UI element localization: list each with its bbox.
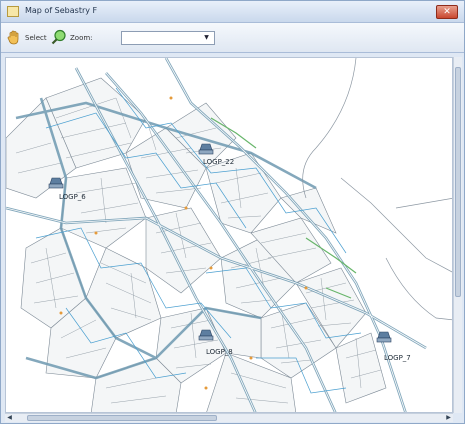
hand-icon [7, 30, 19, 45]
chevron-down-icon[interactable]: ▼ [204, 34, 209, 41]
green-lines [210, 117, 357, 299]
map-drawing: LOGP_22 LOGP_6 LOGP_8 LOGP_7 [6, 58, 452, 412]
zoom-button[interactable]: Zoom: [51, 29, 121, 47]
scroll-left-icon[interactable]: ◀ [7, 414, 12, 421]
horizontal-scrollbar[interactable]: ◀ ▶ [5, 413, 453, 422]
marker-label: LOGP_6 [59, 193, 86, 201]
scroll-right-icon[interactable]: ▶ [446, 414, 451, 421]
map-canvas[interactable]: LOGP_22 LOGP_6 LOGP_8 LOGP_7 [5, 57, 453, 413]
road-centerlines [6, 58, 427, 412]
marker-logp-22[interactable]: LOGP_22 [198, 143, 234, 166]
marker-label: LOGP_7 [384, 354, 411, 362]
marker-logp-8[interactable]: LOGP_8 [198, 329, 233, 356]
zoom-label: Zoom: [70, 34, 93, 42]
vertical-scrollbar[interactable] [453, 57, 462, 413]
marker-logp-7[interactable]: LOGP_7 [376, 331, 411, 362]
marker-label: LOGP_22 [203, 158, 234, 166]
orange-markers [59, 96, 308, 390]
vertical-scroll-thumb[interactable] [455, 67, 461, 297]
outer-roads [302, 58, 452, 321]
window-map-icon [7, 6, 19, 17]
title-bar[interactable]: Map of Sebastry F ✕ [1, 1, 464, 23]
magnifier-icon [51, 29, 66, 45]
window-title: Map of Sebastry F [25, 6, 98, 15]
pipe-network [35, 87, 362, 394]
marker-logp-6[interactable]: LOGP_6 [48, 177, 86, 201]
zoom-level-select[interactable]: ▼ [121, 31, 215, 45]
horizontal-scroll-thumb[interactable] [27, 415, 217, 421]
toolbar: Select Zoom: ▼ [1, 23, 464, 53]
marker-label: LOGP_8 [206, 348, 233, 356]
select-label: Select [25, 34, 47, 42]
select-button[interactable]: Select [6, 29, 47, 47]
close-button[interactable]: ✕ [436, 5, 458, 19]
